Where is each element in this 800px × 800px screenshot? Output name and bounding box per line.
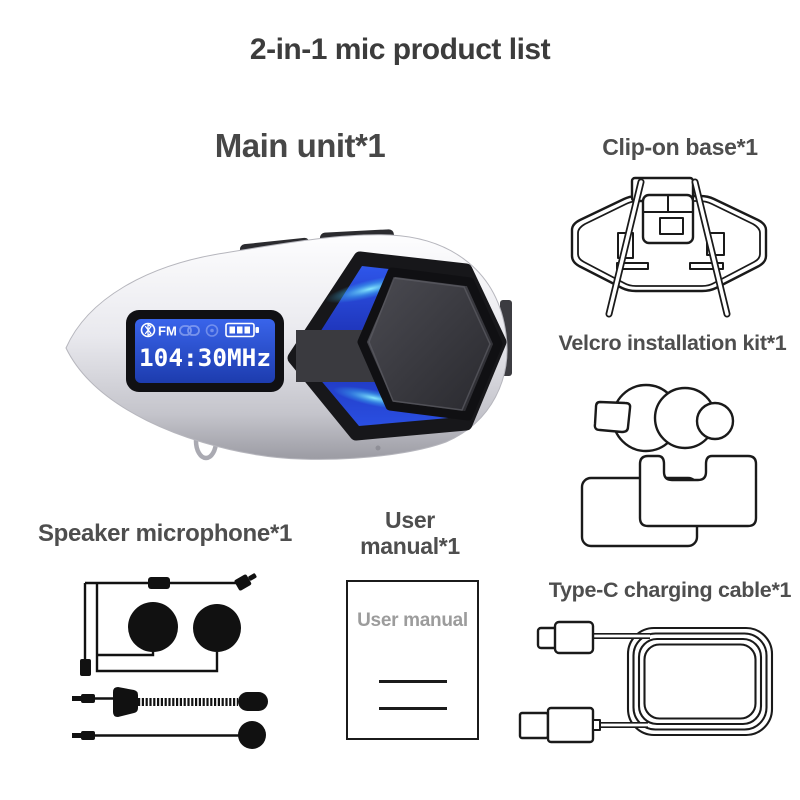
speaker-inline-connector	[148, 577, 170, 589]
user-manual-label: User manual*1	[330, 507, 490, 560]
intercom-link-icon	[179, 325, 200, 336]
lcd-fm-badge: FM	[158, 324, 177, 339]
device-hex-button	[357, 267, 503, 421]
usb-a-connector	[518, 706, 601, 744]
clip-on-base-drawing	[570, 176, 768, 318]
velcro-kit-drawing	[580, 383, 758, 548]
speaker-microphone-drawing	[72, 573, 268, 749]
main-unit-label: Main unit*1	[214, 127, 386, 164]
device-front-module	[287, 251, 507, 441]
speaker-small-connector	[80, 659, 91, 676]
page-title: 2-in-1 mic product list	[249, 33, 551, 66]
type-c-cable-label: Type-C charging cable*1	[548, 578, 792, 602]
bluetooth-icon	[140, 322, 156, 338]
manual-text-line	[378, 680, 447, 683]
velcro-pad-small	[695, 401, 735, 441]
clip-on-base-label: Clip-on base*1	[602, 134, 758, 160]
main-unit-product-image: FM 104:30MHz	[65, 229, 512, 461]
velcro-pad-trapezoid	[593, 400, 632, 434]
lcd-frequency: 104:30MHz	[139, 344, 271, 372]
velcro-kit-label: Velcro installation kit*1	[558, 331, 787, 355]
user-manual-cover-title: User manual	[357, 610, 468, 631]
wire-microphone	[72, 721, 266, 749]
cable-leads	[593, 633, 650, 728]
user-manual-label-line1: User	[385, 507, 435, 533]
phone-icon	[205, 324, 219, 337]
battery-icon	[225, 322, 259, 338]
user-manual-cover: User manual	[346, 580, 479, 740]
device-bottom-nub	[375, 445, 381, 451]
manual-text-line	[378, 707, 447, 710]
device-lcd: FM 104:30MHz	[126, 310, 284, 392]
velcro-pad-u-shape	[638, 454, 758, 528]
usb-c-connector	[536, 620, 595, 655]
user-manual-label-line2: manual*1	[360, 533, 460, 560]
speaker-microphone-label: Speaker microphone*1	[37, 520, 293, 547]
clip-legs	[605, 178, 731, 318]
speaker-left	[128, 602, 178, 652]
boom-microphone	[72, 687, 268, 717]
cable-coil	[626, 626, 774, 737]
speaker-jack-plug	[234, 573, 257, 591]
type-c-cable-drawing	[518, 620, 774, 744]
speaker-right	[193, 604, 241, 652]
